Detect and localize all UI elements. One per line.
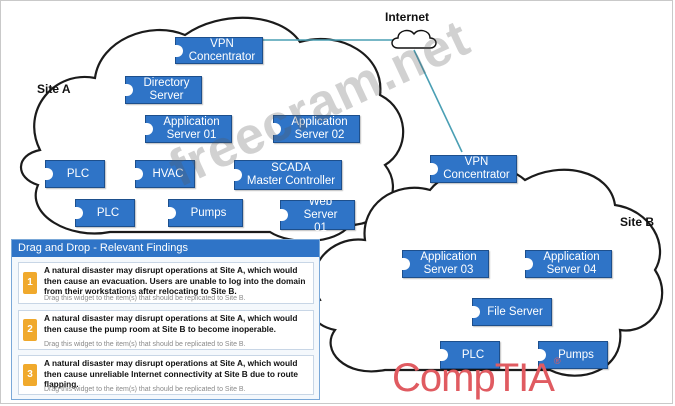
- node-label: PLC: [96, 206, 120, 219]
- node-label: PLC: [461, 348, 485, 361]
- node-label: Web Server 01: [303, 195, 338, 234]
- finding-number-badge: 2: [23, 319, 37, 341]
- node-label: Pumps: [190, 206, 227, 219]
- finding-drag-hint: Drag this widget to the item(s) that sho…: [44, 341, 246, 348]
- site-a-plc-node-1[interactable]: PLC: [45, 160, 105, 188]
- application-server-01-node[interactable]: Application Server 01: [145, 115, 232, 143]
- node-label: VPN Concentrator: [443, 156, 510, 181]
- node-label: VPN Concentrator: [188, 37, 256, 63]
- node-label: Pumps: [558, 348, 594, 361]
- node-label: Application Server 03: [420, 251, 477, 276]
- node-notch: [45, 168, 53, 180]
- site-b-pumps-node[interactable]: Pumps: [538, 341, 608, 369]
- comptia-logo: CompTIA®: [392, 356, 561, 401]
- site-b-vpn-concentrator-node[interactable]: VPN Concentrator: [430, 155, 517, 183]
- application-server-02-node[interactable]: Application Server 02: [273, 115, 360, 143]
- site-a-label: Site A: [37, 82, 71, 96]
- node-label: SCADA Master Controller: [246, 162, 336, 187]
- node-label: Application Server 02: [291, 116, 348, 141]
- node-notch: [538, 349, 546, 361]
- node-notch: [75, 207, 83, 219]
- trademark-mark: ®: [553, 356, 561, 366]
- internet-label: Internet: [385, 10, 430, 24]
- finding-drag-hint: Drag this widget to the item(s) that sho…: [44, 295, 246, 302]
- finding-drag-hint: Drag this widget to the item(s) that sho…: [44, 386, 246, 393]
- link-internet-vpn-b: [413, 49, 463, 153]
- relevant-findings-panel: Drag and Drop - Relevant Findings 1 A na…: [11, 239, 320, 400]
- node-label: Application Server 04: [543, 251, 600, 276]
- node-notch: [234, 169, 242, 181]
- finding-number-badge: 1: [23, 272, 37, 294]
- finding-number-badge: 3: [23, 364, 37, 386]
- node-notch: [125, 84, 133, 96]
- directory-server-node[interactable]: Directory Server: [125, 76, 202, 104]
- panel-title: Drag and Drop - Relevant Findings: [12, 240, 319, 257]
- node-label: Application Server 01: [163, 116, 220, 141]
- finding-widget-3[interactable]: 3 A natural disaster may disrupt operati…: [18, 355, 314, 395]
- node-notch: [402, 258, 410, 270]
- node-notch: [440, 349, 448, 361]
- node-notch: [273, 123, 281, 135]
- internet-cloud-icon: [391, 29, 437, 49]
- finding-text: A natural disaster may disrupt operation…: [44, 265, 306, 296]
- site-a-plc-node-2[interactable]: PLC: [75, 199, 135, 227]
- node-label: PLC: [66, 167, 90, 180]
- node-notch: [175, 44, 183, 57]
- finding-widget-2[interactable]: 2 A natural disaster may disrupt operati…: [18, 310, 314, 350]
- site-b-label: Site B: [620, 215, 655, 229]
- application-server-03-node[interactable]: Application Server 03: [402, 250, 489, 278]
- node-label: File Server: [487, 305, 543, 318]
- site-b-plc-node[interactable]: PLC: [440, 341, 500, 369]
- node-notch: [430, 163, 438, 175]
- node-label: Directory Server: [143, 77, 190, 102]
- node-notch: [472, 306, 480, 318]
- finding-text: A natural disaster may disrupt operation…: [44, 313, 298, 334]
- node-notch: [280, 209, 288, 221]
- finding-text: A natural disaster may disrupt operation…: [44, 358, 299, 389]
- hvac-node[interactable]: HVAC: [135, 160, 195, 188]
- node-notch: [525, 258, 533, 270]
- site-a-pumps-node[interactable]: Pumps: [168, 199, 243, 227]
- node-notch: [135, 168, 143, 180]
- finding-widget-1[interactable]: 1 A natural disaster may disrupt operati…: [18, 262, 314, 304]
- web-server-01-node[interactable]: Web Server 01: [280, 196, 355, 234]
- scada-master-controller-node[interactable]: SCADA Master Controller: [234, 160, 342, 190]
- node-notch: [145, 123, 153, 135]
- comptia-logo-text: CompTIA: [392, 356, 555, 400]
- node-label: HVAC: [152, 167, 184, 180]
- node-notch: [168, 207, 176, 219]
- site-a-vpn-concentrator-node[interactable]: VPN Concentrator: [175, 37, 263, 64]
- file-server-node[interactable]: File Server: [472, 298, 552, 326]
- application-server-04-node[interactable]: Application Server 04: [525, 250, 612, 278]
